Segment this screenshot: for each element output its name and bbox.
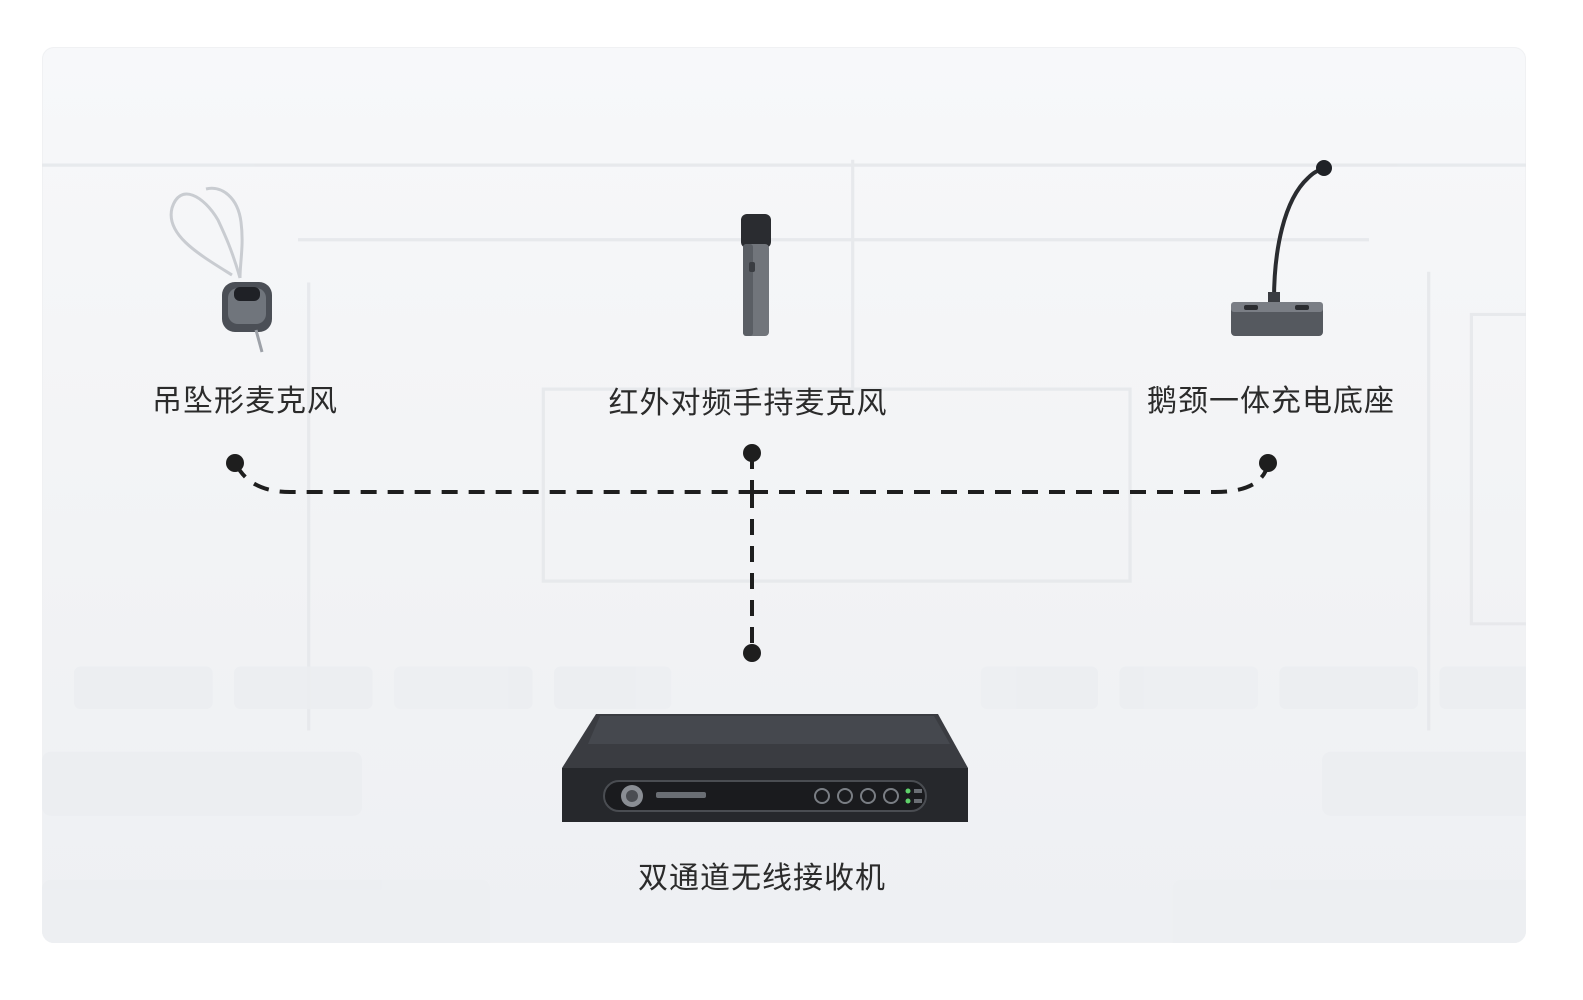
handheld-mic-icon	[741, 214, 771, 336]
gooseneck-base-icon	[1231, 160, 1332, 336]
receiver-label: 双通道无线接收机	[638, 861, 886, 896]
gooseneck-base-label: 鹅颈一体充电底座	[1147, 384, 1395, 419]
handheld-mic-label: 红外对频手持麦克风	[608, 386, 888, 421]
node-gooseneck	[1259, 454, 1277, 472]
node-receiver	[743, 644, 761, 662]
pendant-mic-label: 吊坠形麦克风	[152, 384, 338, 419]
classroom-background	[42, 159, 1526, 943]
node-handheld	[743, 444, 761, 462]
pendant-mic-icon	[169, 186, 272, 353]
node-pendant	[226, 454, 244, 472]
receiver-icon	[562, 714, 968, 822]
